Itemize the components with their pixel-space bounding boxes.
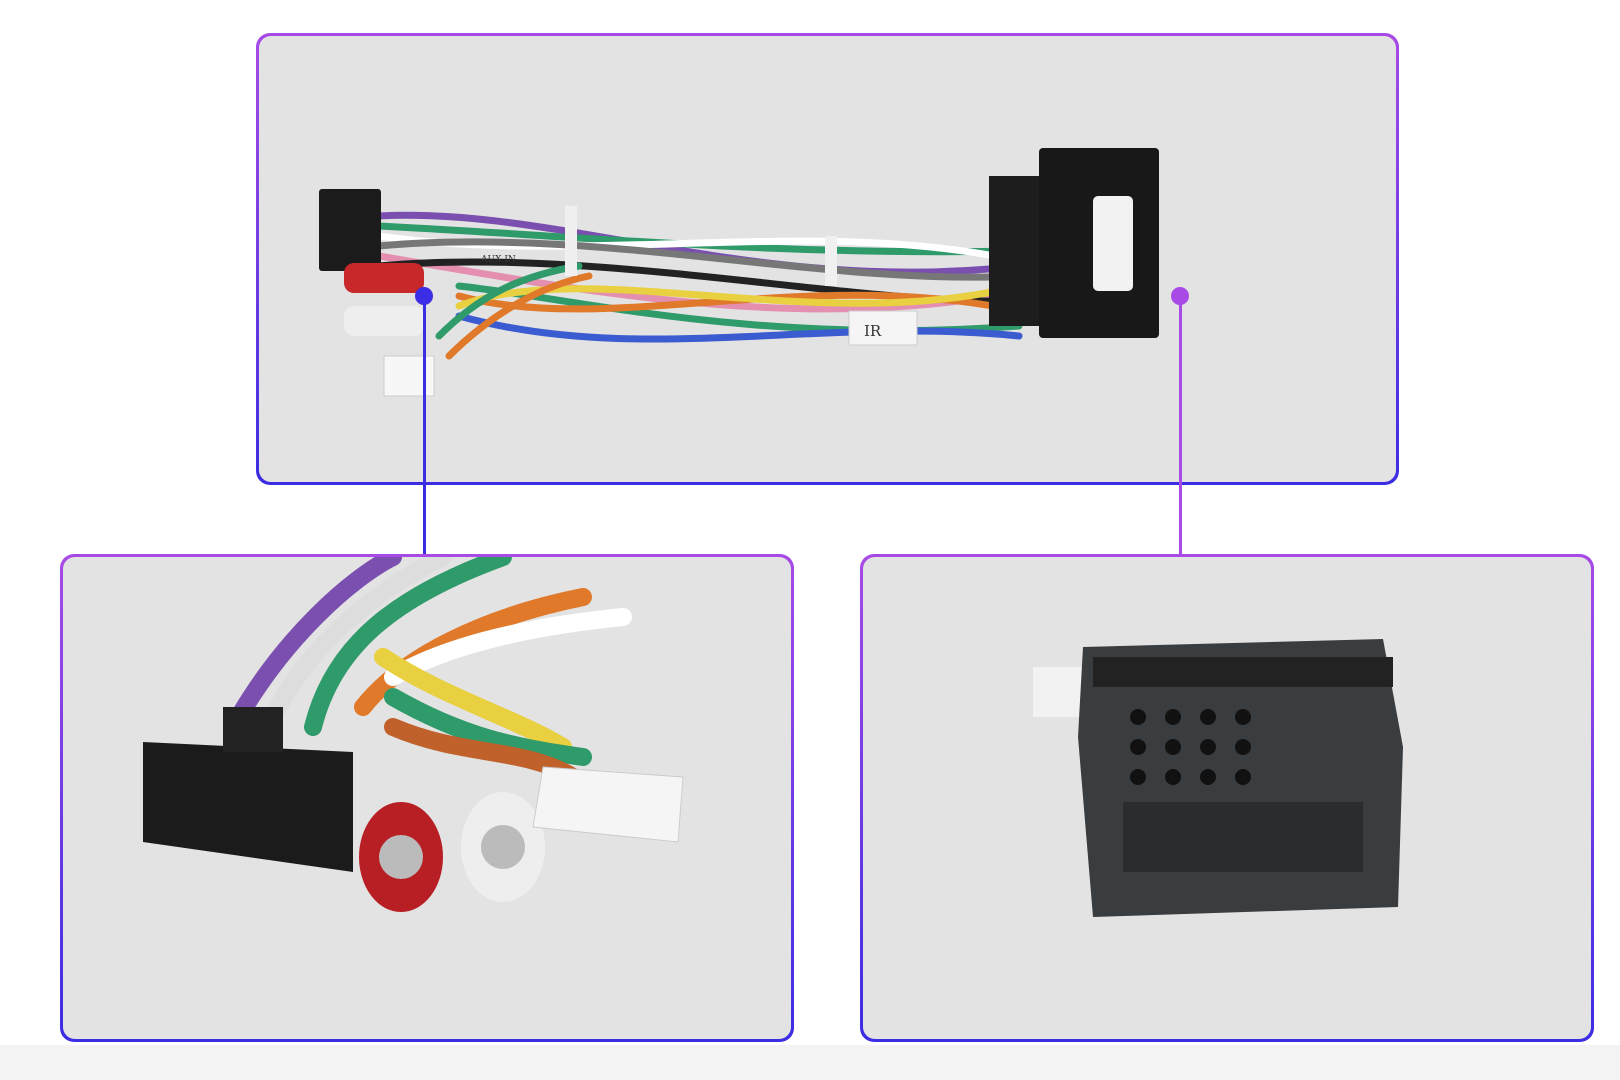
bottom-strip [0, 1045, 1620, 1080]
callout-dot-right [1171, 287, 1189, 305]
iso-connector-front [143, 742, 353, 872]
white-plug [383, 355, 435, 397]
ir-label: IR [864, 322, 882, 340]
callout-dot-left [415, 287, 433, 305]
rca-white-icon [344, 306, 424, 336]
quadlock-closeup-panel [860, 554, 1594, 1042]
iso-connector-closeup-panel [60, 554, 794, 1042]
rca-red-icon [344, 263, 424, 293]
harness-overview-panel: IR AUX IN [256, 33, 1399, 485]
wiring-harness-image: IR AUX IN [319, 148, 1159, 397]
aux-label: AUX IN [480, 255, 516, 265]
iso-rca-closeup-image [143, 557, 684, 912]
white-plug [532, 766, 684, 843]
callout-line-right [1179, 296, 1182, 554]
quadlock-closeup-image [1033, 639, 1403, 917]
iso-connector [319, 189, 381, 271]
callout-line-left [423, 296, 426, 554]
